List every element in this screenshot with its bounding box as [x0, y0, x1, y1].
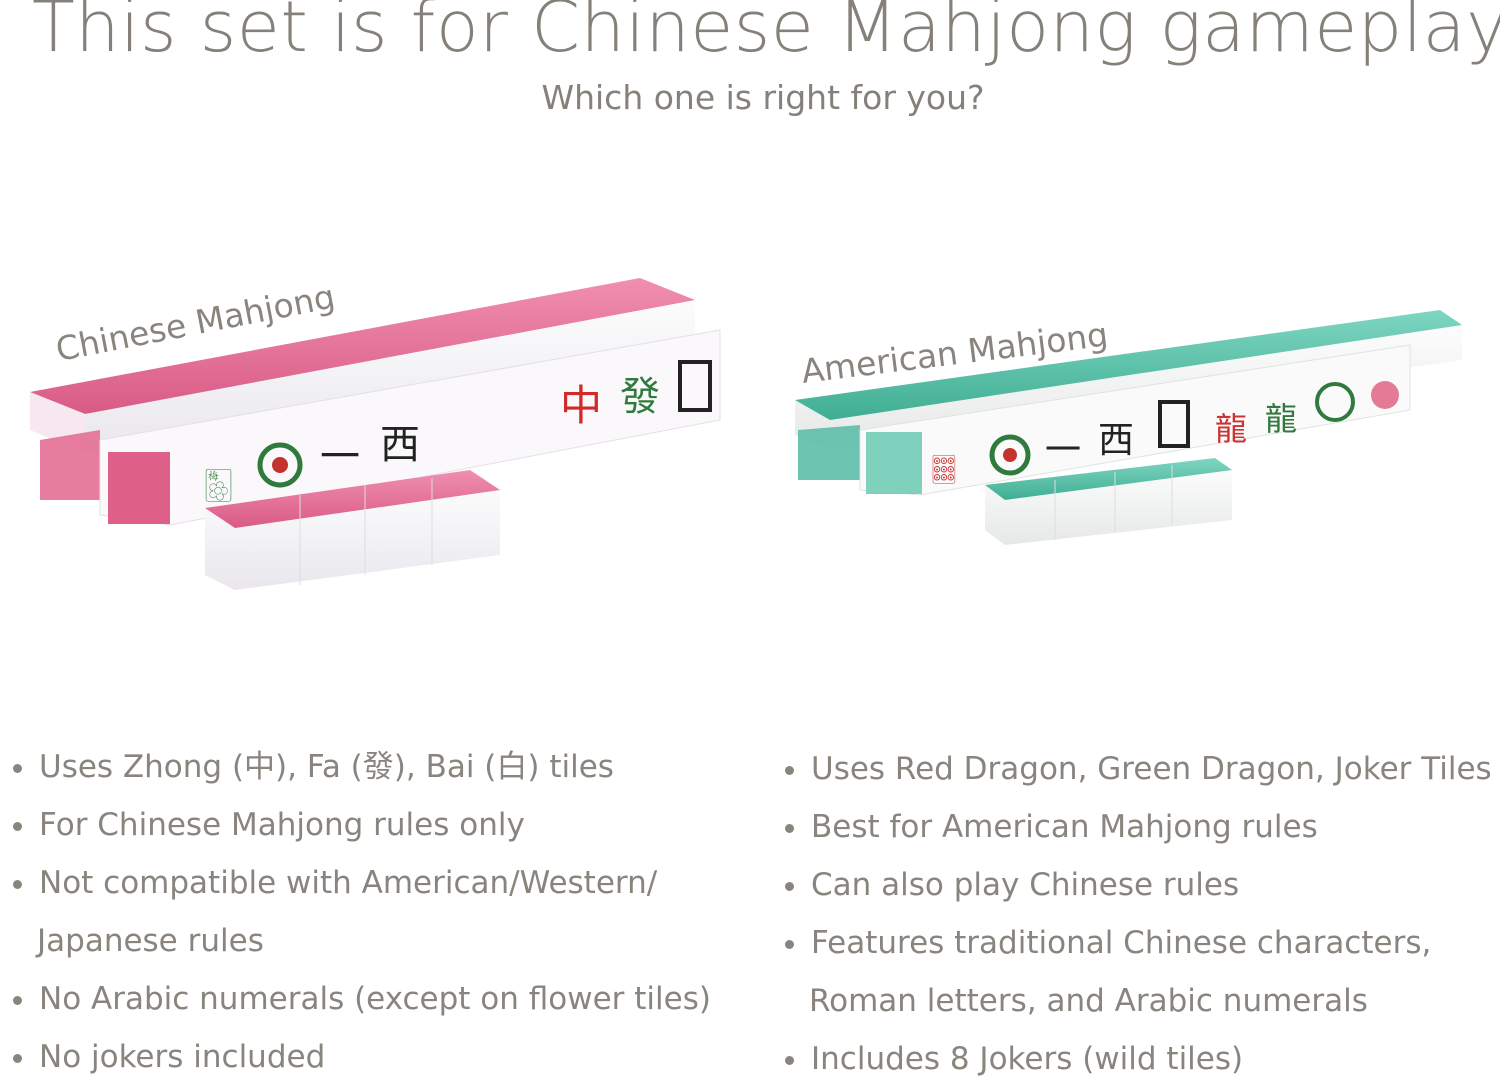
- list-item: Uses Red Dragon, Green Dragon, Joker Til…: [785, 740, 1492, 798]
- svg-text:龍: 龍: [1265, 400, 1297, 438]
- bullet-dot-icon: [785, 766, 794, 775]
- list-item: No jokers included: [13, 1028, 711, 1086]
- svg-text:🀡: 🀡: [932, 451, 956, 486]
- list-item: Japanese rules: [37, 923, 264, 959]
- chinese-face-tile-row: 🀢 一 西 中 發: [99, 329, 721, 526]
- bullet-dot-icon: [785, 1056, 794, 1065]
- american-front-tiles: [985, 458, 1232, 545]
- svg-text:西: 西: [1098, 420, 1134, 461]
- bullet-dot-icon: [13, 1054, 22, 1063]
- svg-text:🀢: 🀢: [205, 464, 232, 504]
- list-item: For Chinese Mahjong rules only: [13, 796, 711, 854]
- american-face-tile-row: 🀡 一 西 龍 龍: [859, 344, 1411, 496]
- svg-text:龍: 龍: [1215, 410, 1247, 448]
- bullet-dot-icon: [785, 882, 794, 891]
- chinese-features-list: Uses Zhong (中), Fa (發), Bai (白) tiles Fo…: [13, 738, 711, 1086]
- svg-text:中: 中: [560, 381, 602, 430]
- list-item: Not compatible with American/Western/: [13, 854, 711, 912]
- bullet-dot-icon: [13, 822, 22, 831]
- page-title: This set is for Chinese Mahjong gameplay: [31, 0, 1500, 68]
- list-item: Uses Zhong (中), Fa (發), Bai (白) tiles: [13, 738, 711, 796]
- svg-text:發: 發: [620, 374, 660, 420]
- list-item: Roman letters, and Arabic numerals: [809, 983, 1368, 1019]
- bullet-dot-icon: [13, 996, 22, 1005]
- bullet-dot-icon: [785, 824, 794, 833]
- svg-text:一: 一: [320, 434, 360, 480]
- american-mahjong-set-image: 🀡 一 西 龍 龍: [795, 310, 1462, 545]
- bullet-dot-icon: [785, 940, 794, 949]
- list-item: Includes 8 Jokers (wild tiles): [785, 1030, 1492, 1088]
- list-item: Features traditional Chinese characters,: [785, 914, 1492, 972]
- bullet-dot-icon: [13, 880, 22, 889]
- american-features-list: Uses Red Dragon, Green Dragon, Joker Til…: [785, 740, 1492, 1088]
- page-subtitle: Which one is right for you?: [541, 78, 985, 117]
- svg-text:西: 西: [380, 422, 420, 468]
- chinese-mahjong-set-image: 🀢 一 西 中 發: [30, 278, 721, 590]
- list-item: No Arabic numerals (except on flower til…: [13, 970, 711, 1028]
- bullet-dot-icon: [13, 764, 22, 773]
- chinese-front-tiles: [205, 470, 500, 590]
- list-item: Can also play Chinese rules: [785, 856, 1492, 914]
- list-item: Best for American Mahjong rules: [785, 798, 1492, 856]
- svg-text:一: 一: [1045, 430, 1081, 471]
